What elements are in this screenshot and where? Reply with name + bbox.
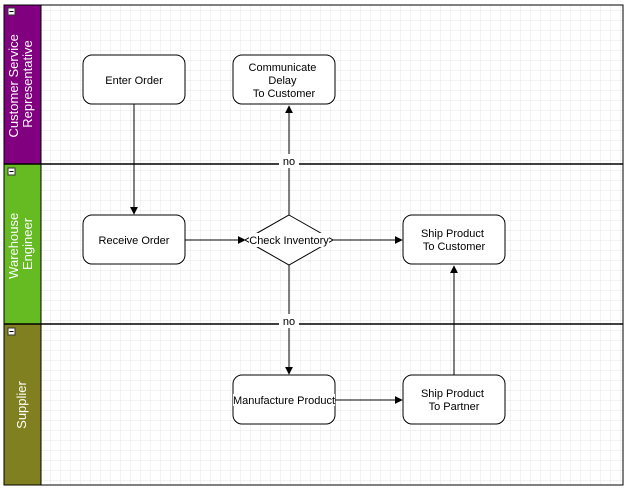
minus-box-icon[interactable] xyxy=(7,167,16,176)
node-receive-order[interactable]: Receive Order xyxy=(82,214,186,265)
svg-text:Communicate Delay: Communicate Delay To Customer xyxy=(249,62,320,100)
svg-text:Enter Order: Enter Order xyxy=(105,75,163,87)
lane-title-warehouse: Warehouse Engineer xyxy=(6,209,35,279)
lane-warehouse-engineer[interactable]: Warehouse Engineer xyxy=(3,163,42,325)
node-check-inventory[interactable]: Check Inventory xyxy=(243,214,335,266)
edge-label-no-bottom: no xyxy=(279,314,299,328)
svg-text:Check Inventory: Check Inventory xyxy=(249,235,329,247)
minus-box-icon[interactable] xyxy=(7,327,16,336)
node-manufacture-product[interactable]: Manufacture Product xyxy=(232,374,336,425)
svg-text:Ship Product To Partner: Ship Product To Partner xyxy=(421,388,487,413)
edges xyxy=(130,104,458,404)
lane-title-supplier: Supplier xyxy=(14,380,29,428)
node-ship-to-customer[interactable]: Ship Product To Customer xyxy=(402,214,506,265)
svg-text:no: no xyxy=(283,316,295,328)
svg-text:Receive Order: Receive Order xyxy=(99,235,170,247)
node-communicate-delay[interactable]: Communicate Delay To Customer xyxy=(232,54,336,105)
svg-text:Ship Product To Customer: Ship Product To Customer xyxy=(421,228,487,253)
minus-box-icon[interactable] xyxy=(7,7,16,16)
svg-text:Manufacture Product: Manufacture Product xyxy=(233,395,335,407)
node-ship-to-partner[interactable]: Ship Product To Partner xyxy=(402,374,506,425)
lane-supplier[interactable]: Supplier xyxy=(3,323,42,486)
diagram-border xyxy=(3,4,624,486)
lane-title-customer: Customer Service Representative xyxy=(6,31,35,138)
lane-customer-service[interactable]: Customer Service Representative xyxy=(3,4,42,165)
node-enter-order[interactable]: Enter Order xyxy=(82,54,186,105)
svg-text:no: no xyxy=(283,156,295,168)
edge-label-no-top: no xyxy=(279,154,299,168)
